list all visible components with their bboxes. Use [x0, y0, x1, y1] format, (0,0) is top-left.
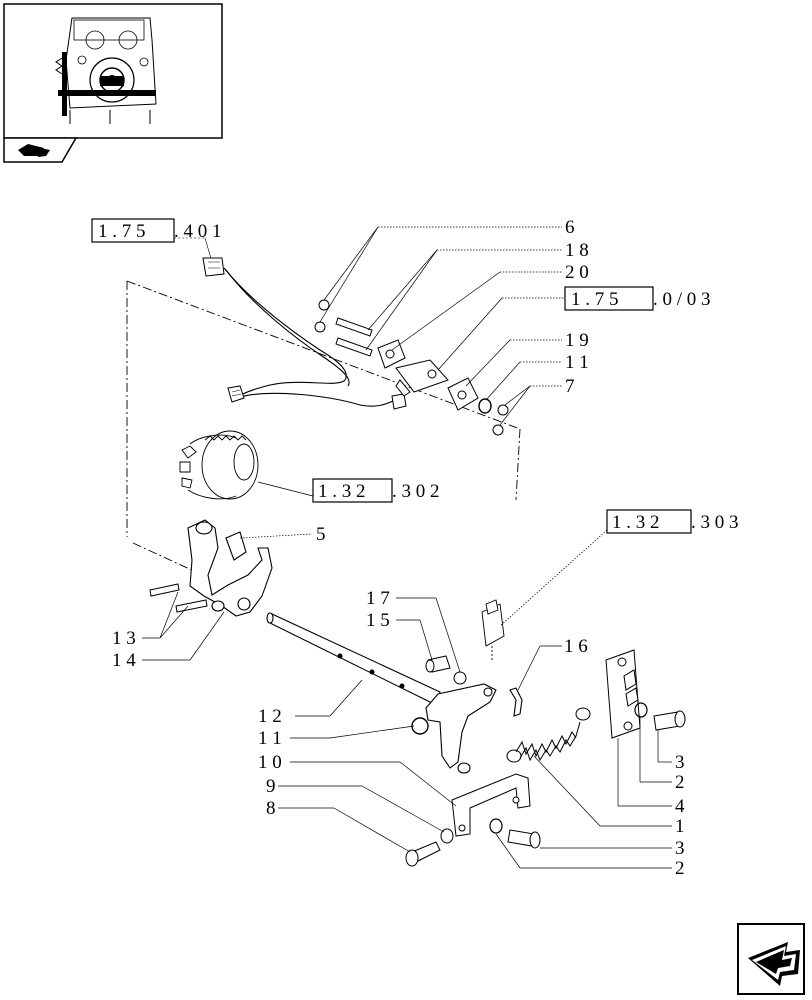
o-ring-11-upper[interactable]: [478, 398, 492, 414]
callout-7: 7: [565, 376, 575, 397]
reference-1-32-303[interactable]: 1 . 3 2 . 3 0 3: [606, 509, 739, 534]
assembly-boundary: [126, 280, 521, 573]
bolt-3-upper[interactable]: [653, 710, 686, 731]
callout-9: 9: [266, 776, 276, 797]
callout-11-upper: 1 1: [565, 352, 589, 373]
svg-text:1 . 7 5: 1 . 7 5: [571, 289, 619, 310]
o-ring-11-lower[interactable]: [411, 717, 429, 735]
rod-18[interactable]: [335, 317, 373, 357]
callout-16: 1 6: [564, 636, 588, 657]
roll-pin-13[interactable]: [149, 583, 180, 597]
callout-1: 1: [675, 816, 685, 837]
callout-6: 6: [565, 217, 575, 238]
callout-3-lower: 3: [675, 838, 685, 859]
washer-9[interactable]: [440, 828, 454, 844]
svg-text:. 4 0 1: . 4 0 1: [174, 221, 222, 242]
callout-15: 1 5: [366, 610, 390, 631]
assembly-location-thumbnail[interactable]: [3, 3, 223, 139]
bolt-8[interactable]: [405, 841, 441, 867]
callout-5: 5: [316, 524, 326, 545]
callout-4: 4: [675, 796, 685, 817]
shift-lever: [425, 683, 497, 774]
callout-labels: 6 1 8 2 0 1 9 1 1 7 5 1 3 1 4 1 7 1 5 1 …: [112, 217, 685, 879]
svg-text:1 . 3 2: 1 . 3 2: [318, 481, 366, 502]
clevis-pin-15[interactable]: [425, 655, 451, 673]
svg-text:. 3 0 3: . 3 0 3: [691, 512, 739, 533]
next-page-arrow-icon[interactable]: [737, 923, 805, 995]
sensor-body: [395, 359, 449, 397]
callout-10: 1 0: [258, 752, 282, 773]
bracket-4[interactable]: [605, 649, 641, 739]
roll-pin-14[interactable]: [175, 599, 208, 613]
washer-17[interactable]: [453, 671, 467, 685]
callout-13: 1 3: [112, 628, 136, 649]
callout-12: 1 2: [258, 706, 282, 727]
callout-14: 1 4: [112, 650, 136, 671]
leader-lines: [142, 226, 672, 869]
washer-2-lower[interactable]: [489, 818, 503, 834]
pin-7[interactable]: [492, 404, 509, 436]
reference-1-75-401[interactable]: 1 . 7 5 . 4 0 1: [91, 218, 222, 263]
callout-20: 2 0: [565, 262, 589, 283]
reference-1-32-302[interactable]: 1 . 3 2 . 3 0 2: [312, 478, 440, 503]
gear-assembly: [179, 430, 259, 500]
callout-17: 1 7: [366, 588, 390, 609]
reference-1-75-003[interactable]: 1 . 7 5 . 0 / 0 3: [564, 286, 711, 311]
callout-11-lower: 1 1: [258, 728, 282, 749]
callout-18: 1 8: [565, 240, 589, 261]
callout-2-lower: 2: [675, 858, 685, 879]
shift-shaft-12[interactable]: [266, 612, 441, 705]
washer-2-upper[interactable]: [634, 702, 648, 718]
bolt-3-lower[interactable]: [507, 829, 541, 849]
svg-text:. 0 / 0 3: . 0 / 0 3: [653, 289, 711, 310]
spring-clip-16[interactable]: [509, 687, 523, 717]
plate-20[interactable]: [377, 339, 406, 369]
callout-3-upper: 3: [675, 752, 685, 773]
callout-8: 8: [266, 798, 276, 819]
shift-fork: [187, 519, 273, 617]
svg-text:1 . 3 2: 1 . 3 2: [612, 512, 660, 533]
switch-sensor: [481, 599, 505, 662]
svg-text:1 . 7 5: 1 . 7 5: [98, 221, 146, 242]
wiring-harness: [202, 257, 407, 410]
pin-6[interactable]: [314, 299, 330, 333]
svg-text:. 3 0 2: . 3 0 2: [392, 481, 440, 502]
tension-spring-1[interactable]: [506, 707, 591, 763]
book-icon[interactable]: [3, 137, 78, 163]
callout-2-upper: 2: [675, 772, 685, 793]
bracket-10[interactable]: [451, 773, 531, 837]
callout-19: 1 9: [565, 330, 589, 351]
plate-19[interactable]: [447, 377, 479, 411]
